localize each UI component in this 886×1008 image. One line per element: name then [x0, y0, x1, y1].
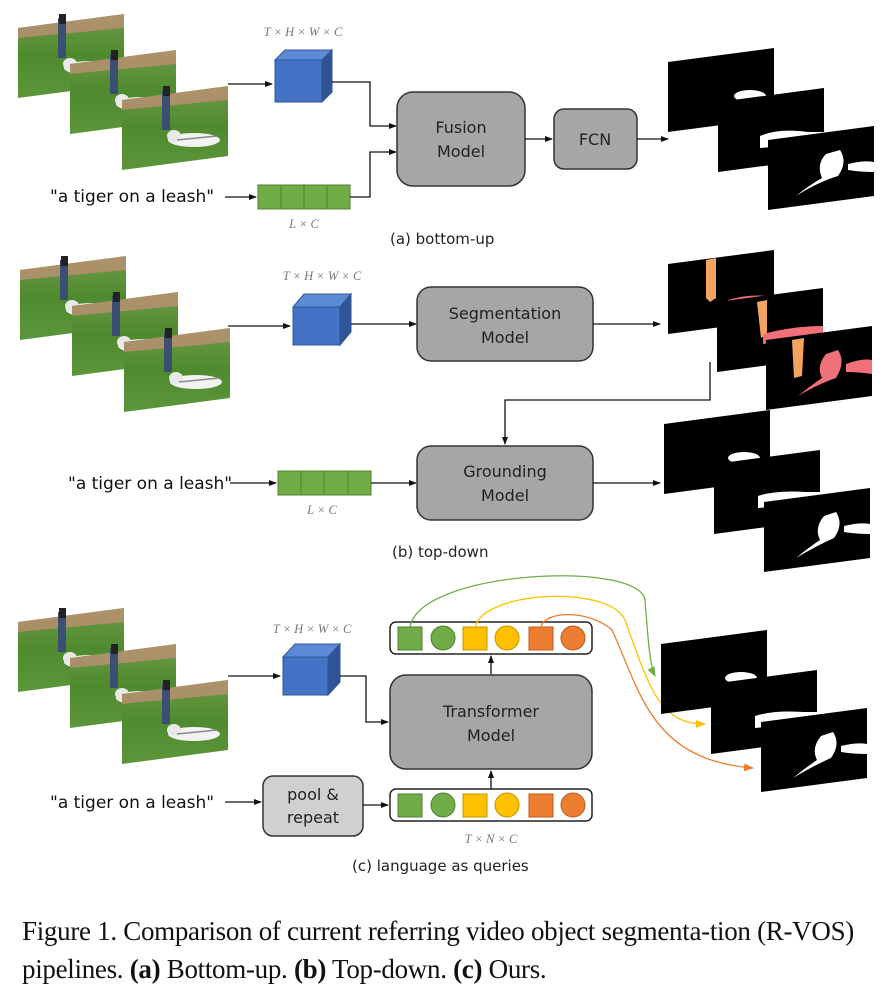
token-square-green — [397, 793, 423, 818]
token-circle-orange — [560, 625, 586, 651]
text-dims-label: L × C — [306, 503, 337, 517]
green-query-arrow — [409, 575, 656, 677]
output-query-tokens — [389, 621, 593, 655]
input-query-tokens — [389, 788, 593, 822]
panel-b: T × H × W × C Segmentation Model "a tige… — [20, 250, 872, 572]
video-feature-cube — [291, 292, 353, 347]
video-feature-cube — [281, 642, 342, 697]
query-text: "a tiger on a leash" — [50, 187, 214, 207]
panel-caption: (a) bottom-up — [390, 230, 494, 248]
orange-query-arrow — [540, 613, 754, 772]
panel-caption: (b) top-down — [392, 543, 488, 561]
video-dims-label: T × H × W × C — [273, 622, 352, 636]
token-square-orange — [528, 626, 554, 651]
query-text: "a tiger on a leash" — [50, 793, 214, 813]
video-frames — [20, 256, 230, 412]
pool-label-2: repeat — [287, 808, 339, 827]
grounding-label-2: Model — [481, 486, 529, 505]
transformer-label-1: Transformer — [442, 702, 539, 721]
fusion-model-box: Fusion Model — [396, 91, 526, 187]
panel-caption: (c) language as queries — [352, 857, 529, 875]
fusion-label-2: Model — [437, 142, 485, 161]
video-frames — [18, 14, 228, 170]
token-circle-yellow — [494, 625, 520, 651]
caption-tag-a: (a) — [129, 954, 161, 984]
arrow — [332, 81, 397, 129]
arrow — [502, 362, 711, 445]
panel-c: T × H × W × C Transformer Model "a — [18, 575, 867, 875]
video-dims-label: T × H × W × C — [264, 25, 343, 39]
segmentation-label-1: Segmentation — [449, 304, 561, 323]
token-square-yellow — [462, 626, 488, 651]
fcn-label: FCN — [579, 130, 611, 149]
token-circle-green — [430, 625, 456, 651]
fusion-label-1: Fusion — [435, 118, 486, 137]
video-feature-cube — [273, 48, 334, 104]
candidate-masks — [668, 250, 872, 410]
grounding-model-box: Grounding Model — [416, 445, 594, 521]
arrow — [350, 149, 397, 198]
caption-tag-c: (c) — [453, 954, 483, 984]
video-frames — [18, 608, 228, 764]
transformer-label-2: Model — [467, 726, 515, 745]
figure-caption: Figure 1. Comparison of current referrin… — [22, 912, 872, 988]
output-masks — [664, 410, 870, 572]
text-dims-label: L × C — [288, 217, 319, 231]
arrow — [340, 675, 389, 725]
query-text: "a tiger on a leash" — [68, 474, 232, 494]
pool-repeat-box: pool & repeat — [262, 775, 364, 837]
segmentation-label-2: Model — [481, 328, 529, 347]
caption-text: Comparison of current referring video ob… — [22, 916, 854, 984]
transformer-model-box: Transformer Model — [389, 674, 593, 770]
caption-text-a: Bottom-up. — [160, 954, 294, 984]
panel-a: T × H × W × C "a tiger on a leash" L × C… — [18, 14, 874, 248]
text-feature-tokens — [257, 184, 351, 210]
caption-tag-b: (b) — [293, 954, 327, 984]
output-masks — [661, 630, 867, 792]
caption-text-c: Ours. — [482, 954, 547, 984]
figure-diagram: T × H × W × C "a tiger on a leash" L × C… — [0, 0, 874, 875]
token-circle-orange — [560, 792, 586, 818]
token-square-orange — [528, 793, 554, 818]
fcn-box: FCN — [553, 108, 638, 170]
output-masks — [668, 48, 874, 210]
token-square-green — [397, 626, 423, 651]
grounding-label-1: Grounding — [463, 462, 547, 481]
video-dims-label: T × H × W × C — [283, 269, 362, 283]
pool-label-1: pool & — [287, 785, 339, 804]
caption-label: Figure 1. — [22, 916, 117, 946]
segmentation-model-box: Segmentation Model — [416, 286, 594, 362]
query-dims-label: T × N × C — [465, 832, 518, 846]
token-circle-yellow — [494, 792, 520, 818]
token-circle-green — [430, 792, 456, 818]
text-feature-tokens — [277, 470, 372, 496]
token-square-yellow — [462, 793, 488, 818]
caption-text-b: Top-down. — [326, 954, 454, 984]
